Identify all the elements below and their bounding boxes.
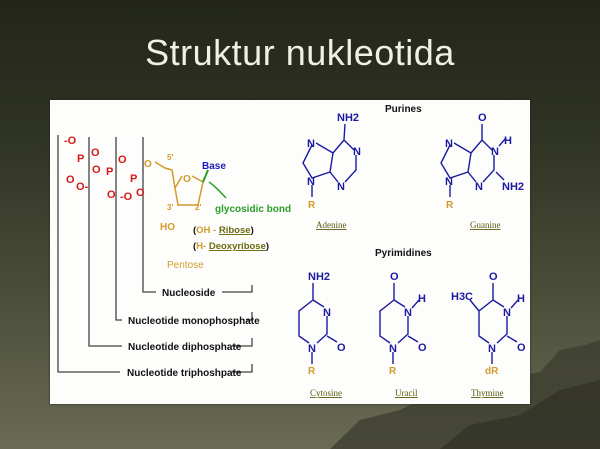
guanine-link[interactable]: Guanine [470,220,501,230]
atom: N [307,176,315,188]
atom: O [390,271,399,283]
hydroxyl-label: HO [160,222,175,233]
adenine-link[interactable]: Adenine [316,220,347,230]
uracil-molecule: O H N N O R Uracil [389,271,427,398]
cytosine-molecule: NH2 N N O R Cytosine [308,271,346,398]
atom: -O [120,191,133,203]
amine-group: NH2 [308,271,330,283]
r-group: R [308,366,316,377]
atom: O [107,189,116,201]
atom: H [504,135,512,147]
ring-oxygen: O [183,174,191,185]
amine-group: NH2 [502,181,524,193]
uracil-skeleton [379,283,420,364]
carbon-label: 5' [167,153,173,162]
amine-group: NH2 [337,112,359,124]
atom: N [389,343,397,355]
atom: N [337,181,345,193]
thymine-link[interactable]: Thymine [471,388,504,398]
guanine-skeleton [440,124,507,197]
atom: O [337,342,346,354]
atom: O [66,174,75,186]
cytosine-link[interactable]: Cytosine [310,388,342,398]
pyrimidines-heading: Pyrimidines [375,248,432,259]
monophosphate-label: Nucleotide monophosphate [128,316,260,327]
r-group: R [308,200,316,211]
carbon-label: 2' [195,203,201,212]
atom: N [475,181,483,193]
level-lines [57,135,253,373]
arrow-icon [208,181,227,199]
paren: ( [193,225,197,236]
atom: O [418,342,427,354]
atom: O [92,164,101,176]
methyl-group: H3C [451,291,473,303]
paren: ( [193,241,197,252]
atom: N [404,307,412,319]
paren: ) [266,241,269,252]
atom: N [488,343,496,355]
atom: -O [64,135,77,147]
r-group: R [389,366,397,377]
atom: O- [76,181,89,193]
oh-label: OH - [196,225,219,236]
thymine-skeleton [469,283,519,364]
deoxyribose-link[interactable]: Deoxyribose [209,241,266,252]
uracil-link[interactable]: Uracil [395,388,418,398]
base-label: Base [202,161,226,172]
atom: O [478,112,487,124]
nucleoside-label: Nucleoside [162,288,216,299]
atom: P [77,153,84,165]
atom: H [418,293,426,305]
atom: H [517,293,525,305]
atom: N [308,343,316,355]
purines-heading: Purines [385,104,422,115]
atom: O [489,271,498,283]
carbon-label: 3' [167,203,173,212]
atom: N [323,307,331,319]
guanine-molecule: O H N N N N NH2 R Guanine [445,112,524,230]
r-group: dR [485,366,499,377]
atom: O [91,147,100,159]
slide-title: Struktur nukleotida [145,32,455,73]
adenine-skeleton [302,123,357,197]
atom: N [491,146,499,158]
nucleotide-structure-figure [50,100,530,404]
atom: O [118,154,127,166]
paren: ) [251,225,254,236]
pentose-label: Pentose [167,260,204,271]
phosphate-group: -O P O O O- O P O O P -O O [64,135,145,203]
cytosine-skeleton [298,283,338,364]
atom: P [130,173,137,185]
atom: O [144,159,152,170]
thymine-molecule: O H H3C N N O dR Thymine [451,271,526,398]
svg-text:(OH - Ribose): (OH - Ribose) [193,225,254,236]
atom: O [517,342,526,354]
diphosphate-label: Nucleotide diphosphate [128,342,242,353]
pentose-ring [154,161,204,206]
svg-text:(H- Deoxyribose): (H- Deoxyribose) [193,241,269,252]
r-group: R [446,200,454,211]
h-label: H- [196,241,209,252]
glycosidic-bond-label: glycosidic bond [215,204,291,215]
atom: N [307,138,315,150]
adenine-molecule: NH2 N N N N R Adenine [307,112,361,230]
atom: N [503,307,511,319]
ribose-link[interactable]: Ribose [219,225,251,236]
triphosphate-label: Nucleotide triphoshpate [127,368,242,379]
glycosidic-bond-line [202,169,209,183]
atom: N [445,138,453,150]
atom: N [353,146,361,158]
atom: P [106,166,113,178]
atom: N [445,176,453,188]
atom: O [136,187,145,199]
